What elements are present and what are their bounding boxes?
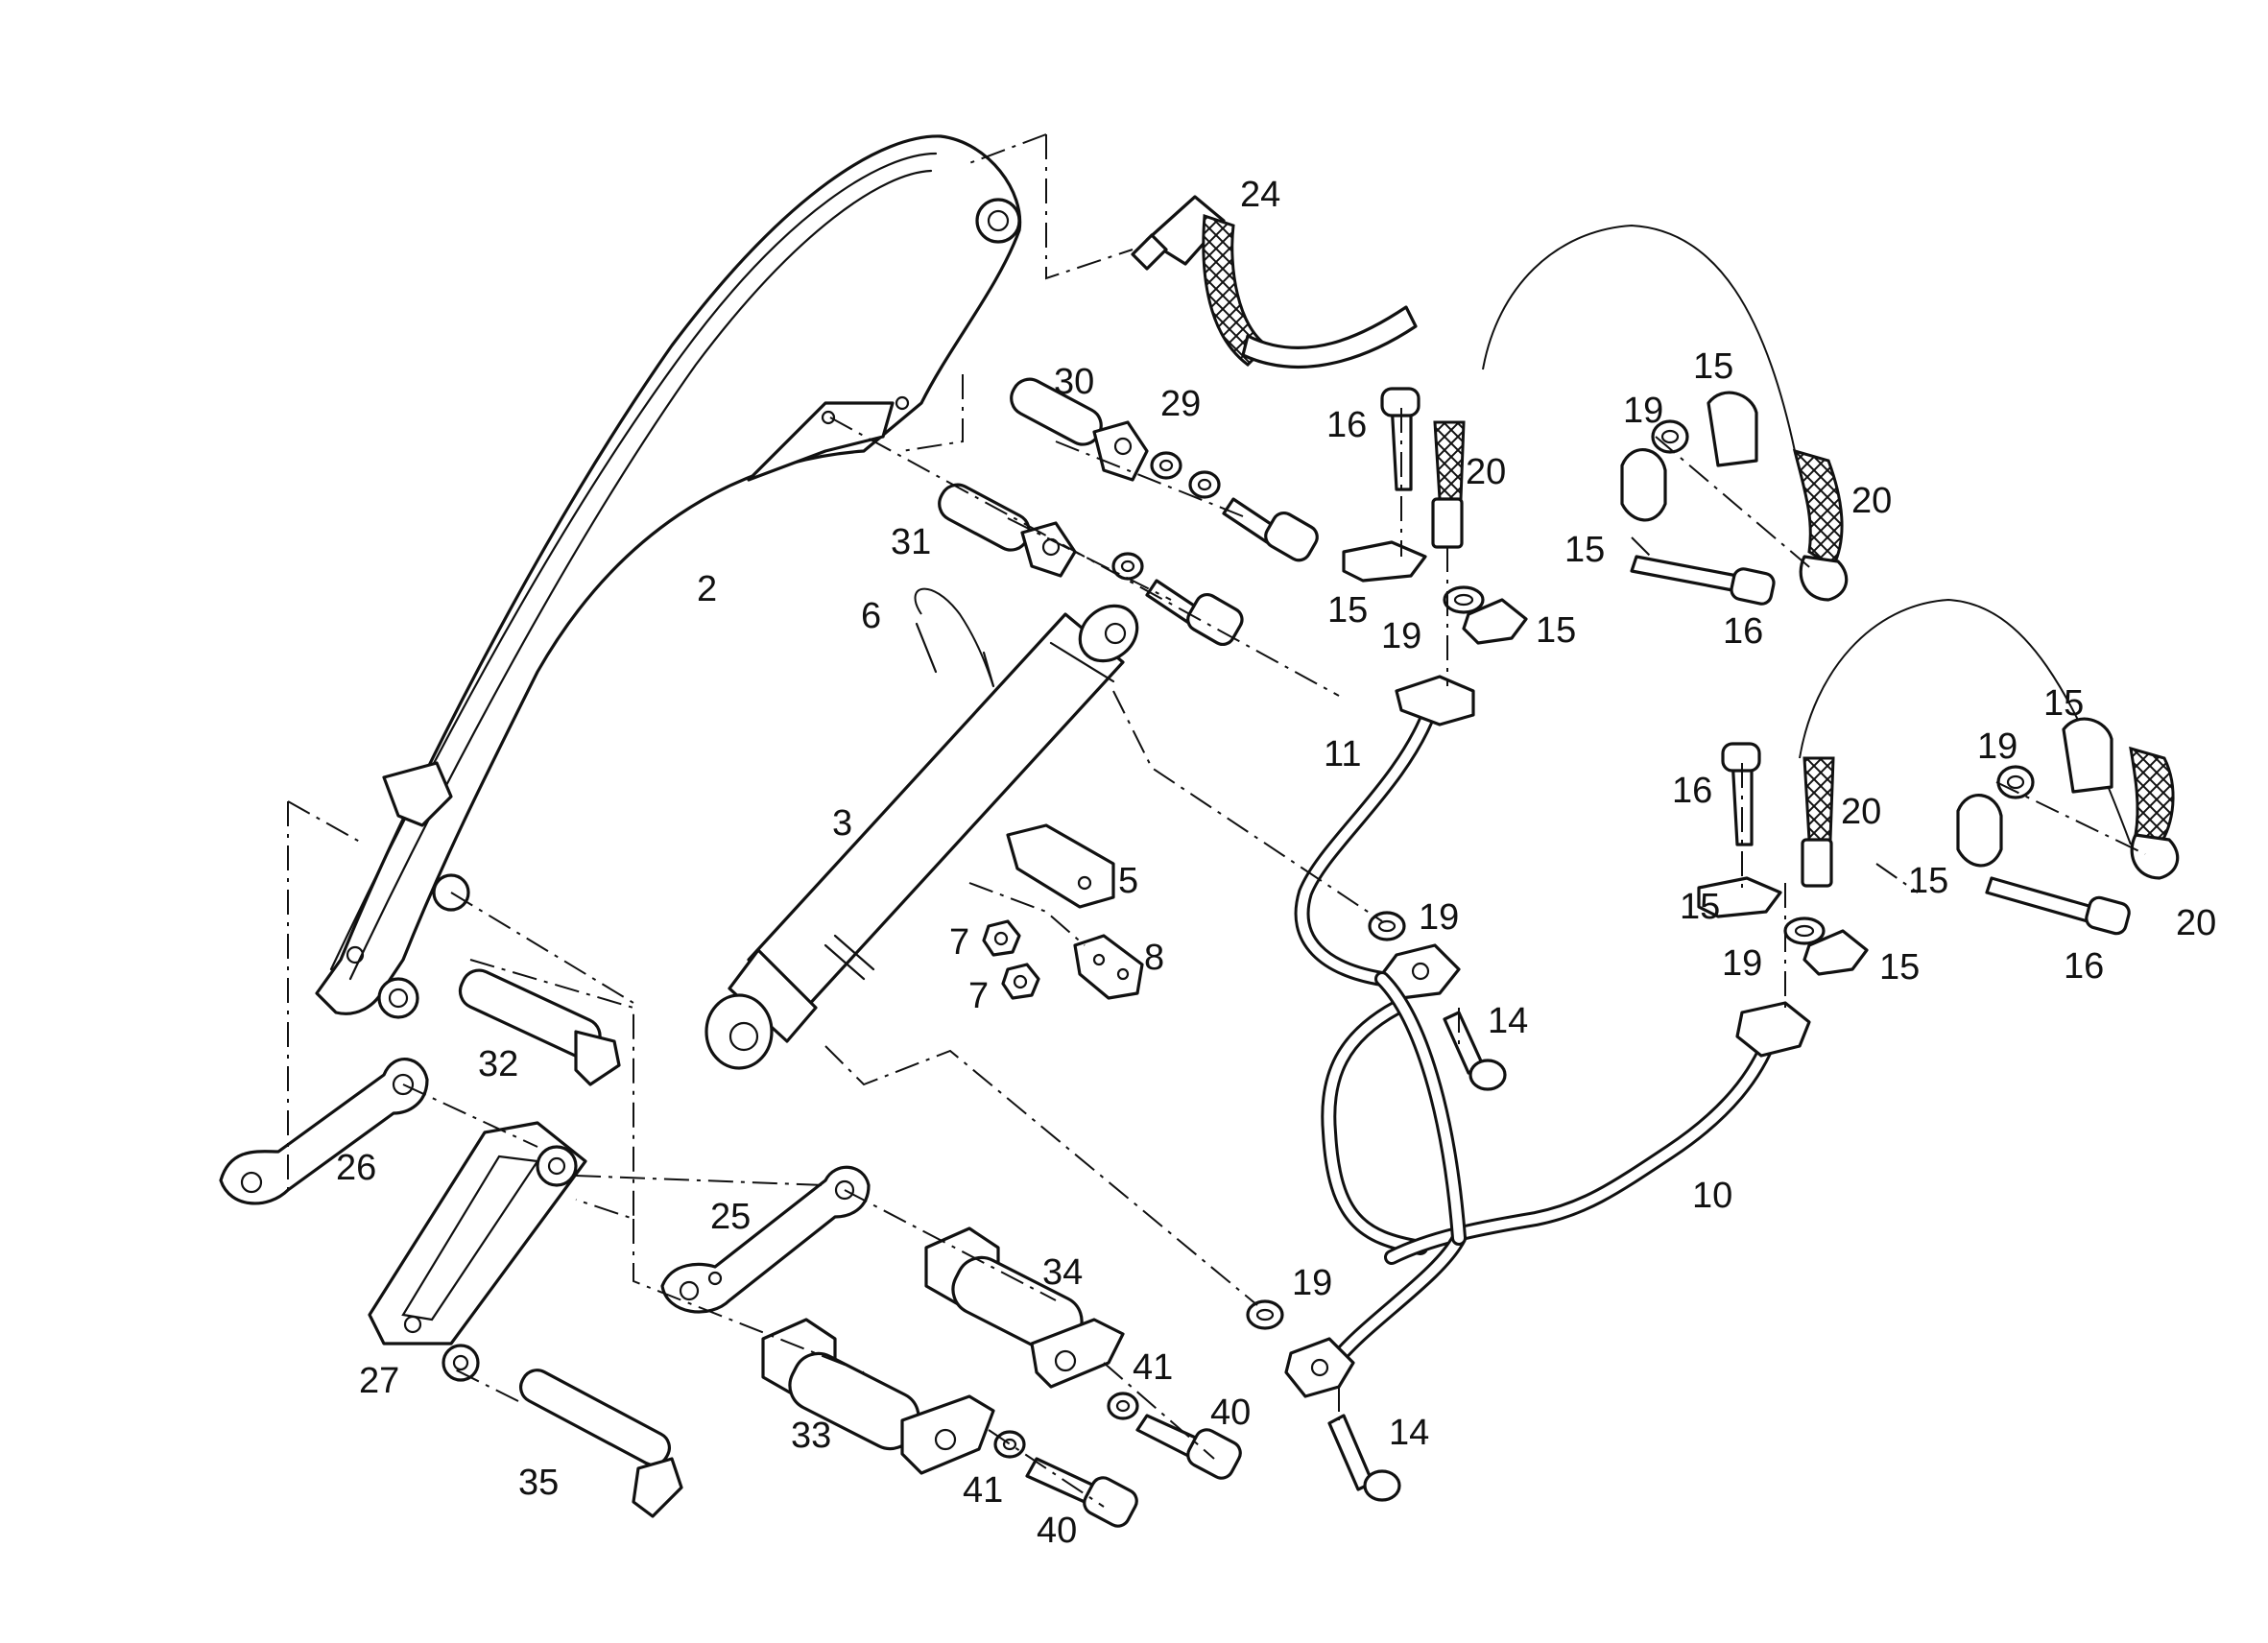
pivot-pin-30 <box>1010 377 1149 482</box>
label-15h: 15 <box>1879 947 1920 988</box>
hydraulic-hose-24 <box>1131 195 1418 369</box>
label-19b: 19 <box>1381 616 1421 656</box>
label-31: 31 <box>891 522 931 562</box>
label-32: 32 <box>478 1044 518 1084</box>
label-20d: 20 <box>2176 903 2216 943</box>
label-19c: 19 <box>1977 726 2017 767</box>
pivot-pin-31 <box>938 483 1077 578</box>
clamp-group-lower <box>1697 598 2180 976</box>
link-27 <box>368 1121 587 1382</box>
assembly-lines <box>287 133 2146 1508</box>
hydraulic-tube-11 <box>1294 675 1475 1255</box>
label-19d: 19 <box>1419 897 1459 938</box>
label-8: 8 <box>1144 938 1164 978</box>
label-41b: 41 <box>963 1470 1003 1511</box>
label-15d: 15 <box>1536 610 1576 651</box>
label-15a: 15 <box>1693 346 1733 387</box>
bolts-40 <box>1025 1414 1242 1528</box>
link-25 <box>660 1165 871 1314</box>
bracket-5 <box>1006 823 1115 909</box>
label-19e: 19 <box>1722 943 1762 984</box>
label-29: 29 <box>1160 384 1201 424</box>
label-15b: 15 <box>1564 530 1605 570</box>
label-7b: 7 <box>968 976 989 1016</box>
label-16a: 16 <box>1326 405 1367 445</box>
hydraulic-tube-10 <box>1284 971 1811 1398</box>
loader-boom-arm <box>315 134 1022 1019</box>
callout-labels: 2 3 5 6 7 7 8 10 11 14 14 15 15 15 15 15… <box>336 175 2216 1551</box>
pin-bolts <box>1145 497 1319 647</box>
pin-35 <box>519 1369 683 1518</box>
label-15c: 15 <box>1327 590 1368 631</box>
bracket-8 <box>1073 934 1144 1000</box>
label-34: 34 <box>1042 1252 1083 1293</box>
pin-32 <box>458 968 621 1086</box>
clamp-pin-34 <box>924 1226 1125 1389</box>
label-30: 30 <box>1054 362 1094 402</box>
label-35: 35 <box>518 1463 559 1503</box>
label-7a: 7 <box>949 922 969 963</box>
label-15g: 15 <box>1680 887 1720 927</box>
clamp-group-upper <box>1342 224 1849 645</box>
nuts-7 <box>982 919 1040 1000</box>
label-20b: 20 <box>1851 481 1892 521</box>
sensor-cable-6 <box>914 587 995 688</box>
label-24: 24 <box>1240 175 1280 215</box>
washers-29 <box>1111 451 1221 581</box>
label-5: 5 <box>1118 861 1138 901</box>
hydraulic-cylinder <box>704 604 1139 1070</box>
label-19f: 19 <box>1292 1263 1332 1303</box>
label-2: 2 <box>697 569 717 609</box>
label-6: 6 <box>861 596 881 636</box>
label-11: 11 <box>1324 734 1361 774</box>
tube-bolts-14 <box>1327 1011 1507 1502</box>
label-3: 3 <box>832 803 852 844</box>
label-20c: 20 <box>1841 792 1881 832</box>
link-26 <box>219 1058 429 1205</box>
washers-41 <box>993 1392 1139 1459</box>
label-41a: 41 <box>1133 1347 1173 1388</box>
label-27: 27 <box>359 1361 399 1401</box>
label-16d: 16 <box>2064 946 2104 987</box>
label-15e: 15 <box>2043 683 2084 724</box>
label-16c: 16 <box>1672 771 1712 811</box>
label-33: 33 <box>791 1416 831 1456</box>
label-25: 25 <box>710 1197 751 1237</box>
label-15f: 15 <box>1908 861 1948 901</box>
label-10: 10 <box>1692 1176 1732 1216</box>
label-26: 26 <box>336 1148 376 1188</box>
label-19a: 19 <box>1623 391 1663 431</box>
label-14b: 14 <box>1389 1413 1429 1453</box>
label-14a: 14 <box>1488 1001 1528 1041</box>
label-16b: 16 <box>1723 611 1763 652</box>
label-20a: 20 <box>1466 452 1506 492</box>
label-40b: 40 <box>1037 1511 1077 1551</box>
label-40a: 40 <box>1210 1393 1251 1433</box>
